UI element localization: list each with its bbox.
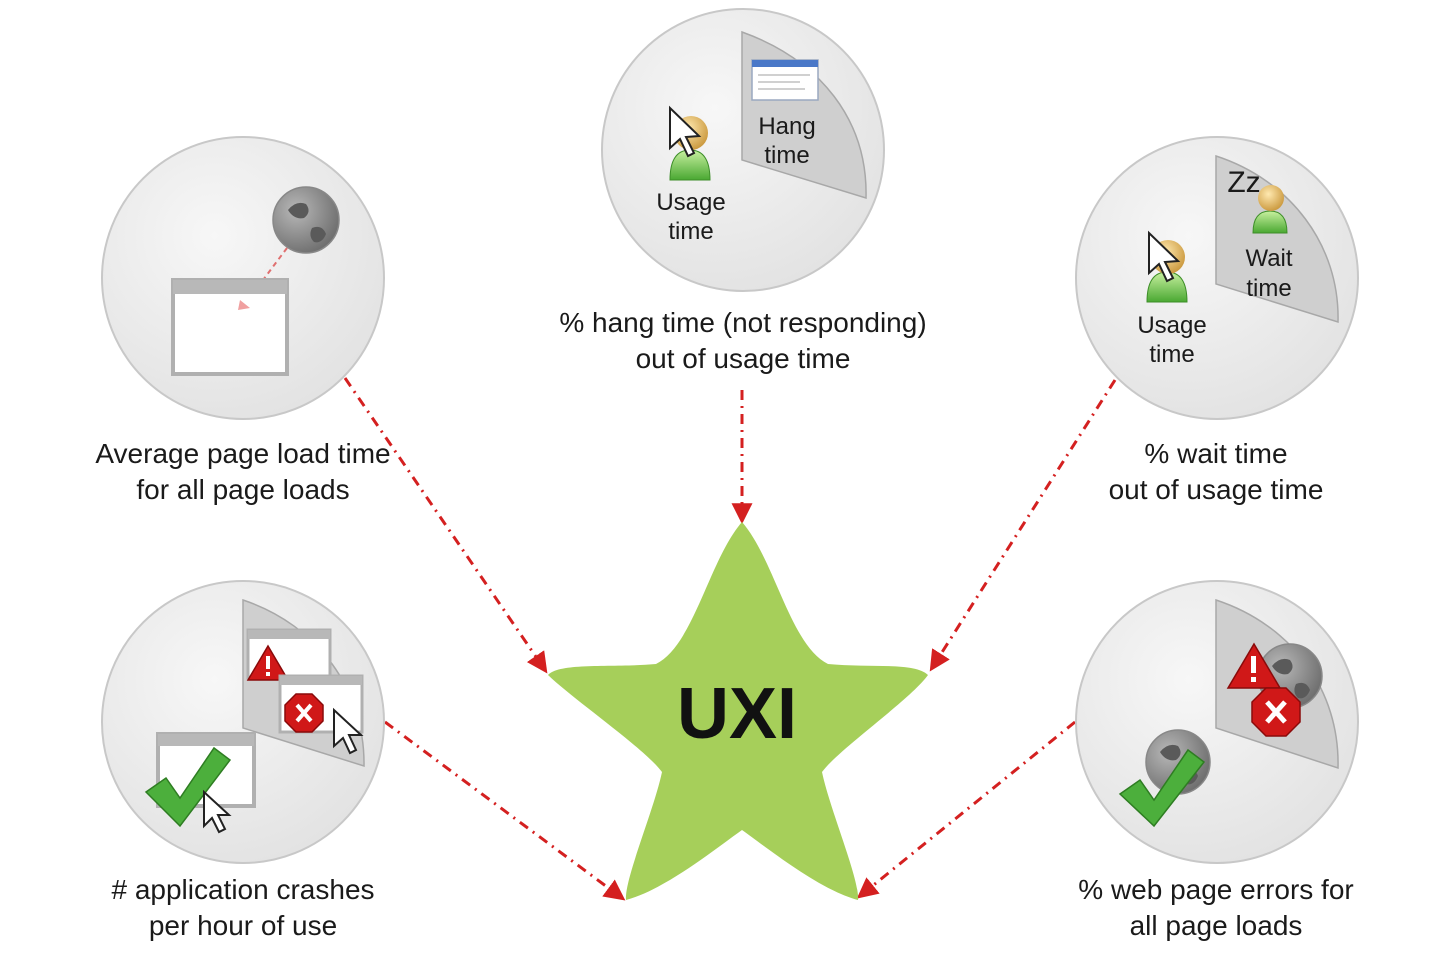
page-load-icon [101,136,385,420]
wait-wedge [1215,154,1339,324]
cursor-icon [1148,230,1181,283]
caption-line: out of usage time [635,343,851,374]
crashes-icon [101,580,385,864]
arrow-wait-time [929,379,1117,672]
usage-label-line1: Usage [1137,312,1206,339]
arrow-web-errors [856,720,1076,899]
caption-hang-time: % hang time (not responding) out of usag… [493,305,993,377]
caption-wait-time: % wait time out of usage time [1016,436,1416,508]
caption-line: # application crashes [111,874,375,905]
caption-page-load: Average page load time for all page load… [43,436,443,508]
caption-web-errors: % web page errors for all page loads [1016,872,1416,944]
error-icon [1251,687,1301,737]
sleep-icon: Zz [1227,166,1260,199]
wait-label-line1: Wait [1245,245,1292,272]
caption-line: % wait time [1144,438,1288,469]
app-window-icon [751,59,819,101]
caption-line: all page loads [1129,910,1303,941]
globe-icon [272,186,340,254]
arrows [343,377,1117,901]
usage-label-line2: time [1149,341,1194,368]
warning-icon [1226,642,1282,689]
warning-icon [246,644,290,681]
cursor-icon [669,105,702,158]
arrow-page-load [343,377,548,674]
caption-line: Average page load time [95,438,391,469]
star-shape [548,522,928,900]
caption-line: % hang time (not responding) [559,307,927,338]
waiting-user-icon [1252,185,1288,234]
check-icon [1118,748,1206,828]
caption-crashes: # application crashes per hour of use [43,872,443,944]
caption-line: out of usage time [1108,474,1324,505]
arrow-crashes [384,720,626,901]
web-errors-icon [1075,580,1359,864]
hang-time-icon: Hang time Usage time [601,8,885,292]
cursor-icon [203,789,232,834]
usage-label-line2: time [668,218,713,245]
caption-line: for all page loads [136,474,350,505]
browser-window-icon [171,278,289,376]
caption-line: % web page errors for [1078,874,1354,905]
wait-label-line2: time [1246,275,1291,302]
star-label: UXI [677,674,797,754]
check-icon [144,746,232,828]
usage-label-line1: Usage [656,189,725,216]
cursor-icon [333,707,364,755]
uxi-star: UXI [548,522,928,900]
wait-time-icon: Zz Wait time Usage time [1075,136,1359,420]
error-icon [284,693,324,733]
hang-label-line2: time [764,142,809,169]
hang-label-line1: Hang [758,113,815,140]
caption-line: per hour of use [148,910,338,941]
